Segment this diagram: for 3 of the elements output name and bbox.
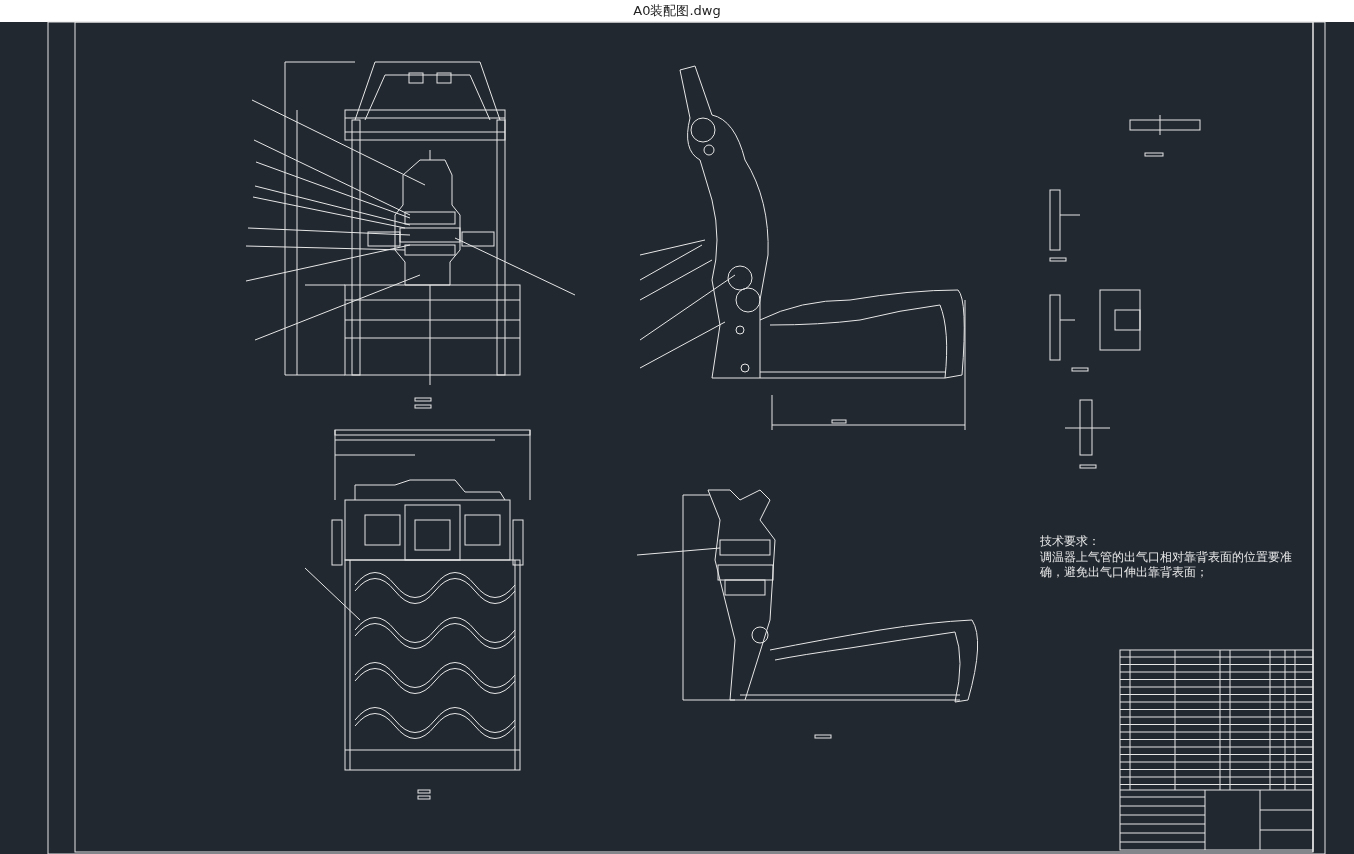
requirements-heading: 技术要求： <box>1040 534 1100 549</box>
requirements-note: 调温器上气管的出气口相对靠背表面的位置要准确，避免出气口伸出靠背表面； <box>1040 550 1293 580</box>
file-name: A0装配图.dwg <box>633 2 721 20</box>
